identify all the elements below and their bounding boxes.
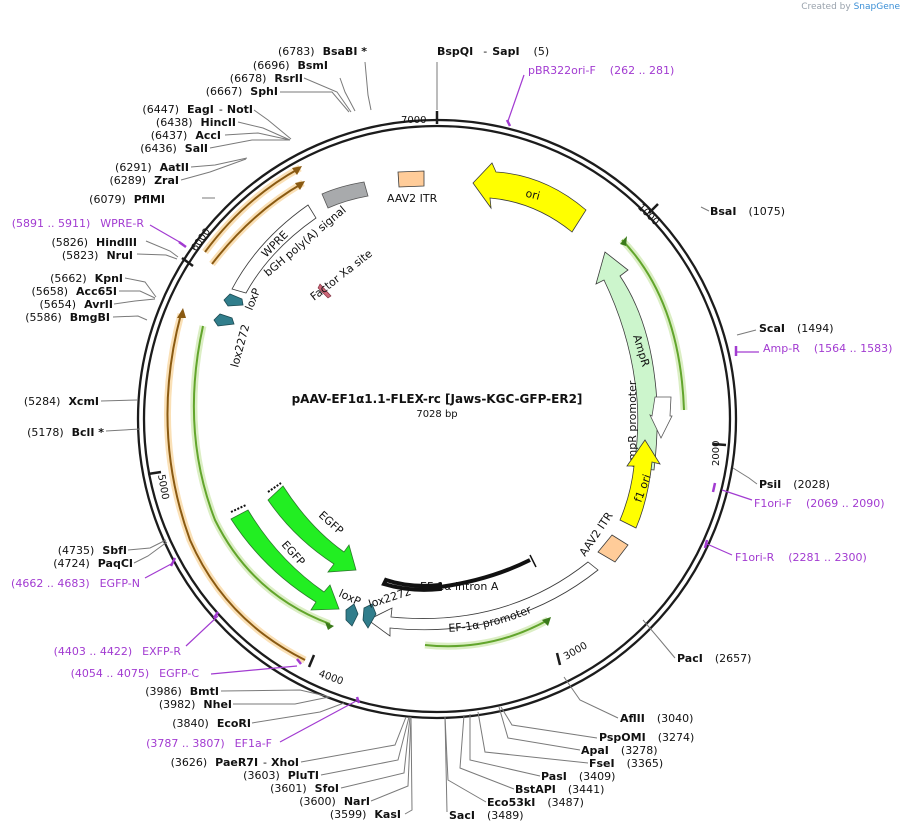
upper-orange-orf-1-line xyxy=(204,167,301,253)
site-sali[interactable]: (6436)SalI xyxy=(140,142,208,155)
factor-xa-feature[interactable] xyxy=(317,283,332,299)
site-zrai[interactable]: (6289)ZraI xyxy=(110,174,180,187)
loxp-inner-feature[interactable] xyxy=(345,603,359,627)
site-sphi[interactable]: (6667)SphI xyxy=(206,85,278,98)
backbone-inner xyxy=(142,124,732,714)
aav2-itr-left-feature[interactable] xyxy=(397,170,425,188)
lox2272-inner-feature[interactable] xyxy=(362,603,377,629)
site-labels-left: (6783)BsaBI * (6696)BsmI (6678)RsrII (66… xyxy=(24,45,401,821)
brand-prefix: Created by xyxy=(801,2,851,12)
site-rsrii[interactable]: (6678)RsrII xyxy=(230,72,303,85)
site-bsai[interactable]: BsaI(1075) xyxy=(710,205,785,218)
site-fsei[interactable]: FseI(3365) xyxy=(589,757,663,770)
site-bmgbi[interactable]: (5586)BmgBI xyxy=(25,311,110,324)
site-kasi[interactable]: (3599)KasI xyxy=(330,808,401,821)
site-psii[interactable]: PsiI(2028) xyxy=(759,478,830,491)
site-sbfi[interactable]: (4735)SbfI xyxy=(58,544,127,557)
ori-label: ori xyxy=(524,187,541,203)
tick-label-5000: 5000 xyxy=(155,474,170,501)
tick-marks xyxy=(147,111,727,668)
primer-egfp-n[interactable]: (4662 .. 4683)EGFP-N xyxy=(11,577,140,590)
ampr-promoter-label: AmpR promoter xyxy=(626,380,639,468)
site-aflii[interactable]: AflII(3040) xyxy=(620,712,693,725)
site-eagi-noti[interactable]: (6447)EagI-NotI xyxy=(142,103,253,116)
primer-labels: pBR322ori-F(262 .. 281) Amp-R(1564 .. 15… xyxy=(11,64,892,750)
left-green-orf-line xyxy=(192,325,331,625)
map-title: pAAV-EF1α1.1-FLEX-rc [Jaws-KGC-GFP-ER2] xyxy=(292,392,583,406)
site-paer7i-xhoi[interactable]: (3626)PaeR7I-XhoI xyxy=(171,756,299,769)
factor-xa-label: Factor Xa site xyxy=(308,247,375,303)
site-leaders xyxy=(100,61,758,815)
site-bspqi-sapi[interactable]: BspQI-SapI(5) xyxy=(437,45,549,58)
aav2-itr-right-feature[interactable] xyxy=(597,534,629,563)
loxp-inner-label: loxP xyxy=(337,587,363,608)
site-labels-right: BspQI-SapI(5) BsaI(1075) ScaI(1494) PsiI… xyxy=(437,45,834,822)
site-nari[interactable]: (3600)NarI xyxy=(299,795,370,808)
primer-egfp-c[interactable]: (4054 .. 4075)EGFP-C xyxy=(71,667,200,680)
site-hincii[interactable]: (6438)HincII xyxy=(156,116,236,129)
site-xcmi[interactable]: (5284)XcmI xyxy=(24,395,99,408)
bgh-feature[interactable] xyxy=(321,181,369,209)
ef1a-orf-line xyxy=(424,619,549,648)
site-pspomi[interactable]: PspOMI(3274) xyxy=(599,731,694,744)
egfp-inner-feature[interactable] xyxy=(230,509,340,611)
primer-pbr322ori-f[interactable]: pBR322ori-F(262 .. 281) xyxy=(528,64,674,77)
upper-orange-orf-2-line xyxy=(211,182,304,265)
site-apai[interactable]: ApaI(3278) xyxy=(581,744,657,757)
site-bsabi[interactable]: (6783)BsaBI * xyxy=(278,45,367,58)
tick-label-3000: 3000 xyxy=(562,640,590,662)
map-length: 7028 bp xyxy=(416,409,457,420)
tick-label-2000: 2000 xyxy=(711,441,722,466)
ori-feature[interactable] xyxy=(472,162,587,233)
site-saci[interactable]: SacI(3489) xyxy=(449,809,524,822)
ampr-promoter-feature[interactable] xyxy=(649,396,673,439)
brand-watermark: Created by SnapGene xyxy=(801,2,900,12)
primer-ef1a-f[interactable]: (3787 .. 3807)EF1a-F xyxy=(146,737,272,750)
svg-text:ori: ori xyxy=(524,187,541,203)
tick-label-7000: 7000 xyxy=(401,115,426,126)
ef1a-intron-feature[interactable] xyxy=(381,558,531,592)
site-kpni[interactable]: (5662)KpnI xyxy=(50,272,123,285)
aav2-itr-left-label: AAV2 ITR xyxy=(387,192,438,205)
site-bstapi[interactable]: BstAPI(3441) xyxy=(515,783,604,796)
lox2272-inner-label: lox2272 xyxy=(367,585,413,611)
tick-label-4000: 4000 xyxy=(317,668,345,687)
brand-name: SnapGene xyxy=(853,2,900,12)
site-nhei[interactable]: (3982)NheI xyxy=(159,698,232,711)
primer-f1ori-r[interactable]: F1ori-R(2281 .. 2300) xyxy=(735,551,867,564)
f1-ori-feature[interactable] xyxy=(619,439,661,529)
left-orange-orf-line xyxy=(166,313,306,661)
site-bsmi[interactable]: (6696)BsmI xyxy=(253,59,328,72)
site-pflmi[interactable]: (6079)PflMI xyxy=(89,193,165,206)
site-avrii[interactable]: (5654)AvrII xyxy=(40,298,113,311)
site-nrui[interactable]: (5823)NruI xyxy=(62,249,133,262)
loxp-outer-feature[interactable] xyxy=(223,293,244,307)
primer-leaders xyxy=(144,74,759,743)
primer-wpre-r[interactable]: (5891 .. 5911)WPRE-R xyxy=(12,217,145,230)
site-paci[interactable]: PacI(2657) xyxy=(677,652,751,665)
site-acci[interactable]: (6437)AccI xyxy=(151,129,221,142)
site-ecori[interactable]: (3840)EcoRI xyxy=(172,717,251,730)
site-pluti[interactable]: (3603)PluTI xyxy=(243,769,319,782)
wpre-feature[interactable] xyxy=(231,204,317,294)
site-acc65i[interactable]: (5658)Acc65I xyxy=(31,285,117,298)
site-scai[interactable]: ScaI(1494) xyxy=(759,322,834,335)
site-sfoi[interactable]: (3601)SfoI xyxy=(270,782,339,795)
site-bmti[interactable]: (3986)BmtI xyxy=(145,685,219,698)
ef1a-intron-label: EF-1α intron A xyxy=(420,580,499,593)
lox2272-outer-feature[interactable] xyxy=(213,313,235,327)
ampr-orf-line xyxy=(621,239,685,411)
primer-exfp-r[interactable]: (4403 .. 4422)EXFP-R xyxy=(54,645,182,658)
site-paqci[interactable]: (4724)PaqCI xyxy=(53,557,133,570)
site-eco53ki[interactable]: Eco53kI(3487) xyxy=(487,796,584,809)
site-pasi[interactable]: PasI(3409) xyxy=(541,770,615,783)
lox2272-outer-label: lox2272 xyxy=(228,323,252,369)
primer-f1ori-f[interactable]: F1ori-F(2069 .. 2090) xyxy=(754,497,885,510)
site-bcli[interactable]: (5178)BclI * xyxy=(27,426,104,439)
primer-amp-r[interactable]: Amp-R(1564 .. 1583) xyxy=(763,342,892,355)
site-aatii[interactable]: (6291)AatII xyxy=(115,161,189,174)
site-hindiii[interactable]: (5826)HindIII xyxy=(51,236,137,249)
egfp-outer-feature[interactable] xyxy=(267,485,357,573)
